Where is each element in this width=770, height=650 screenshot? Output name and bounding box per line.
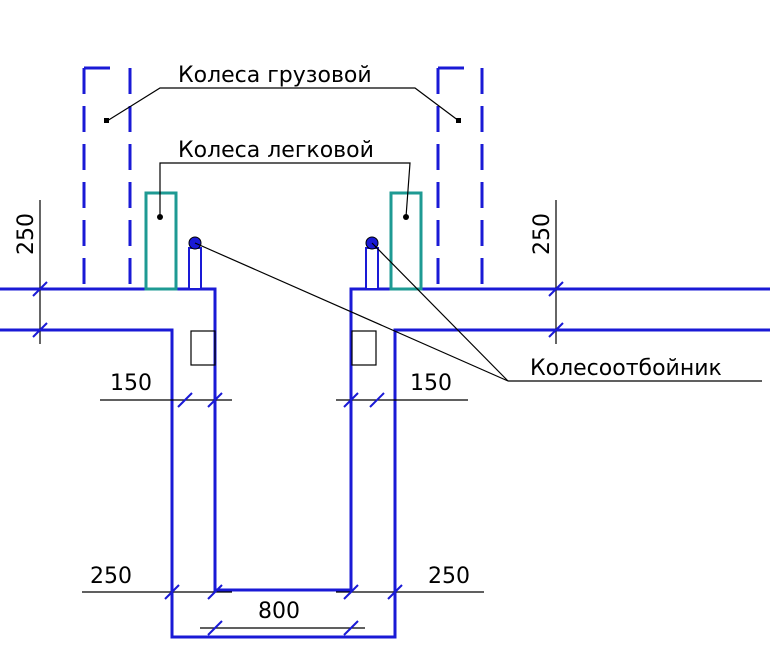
dim-right-bottom [336, 584, 484, 600]
right-recess [351, 330, 377, 366]
truck-wheel-right [436, 66, 484, 285]
dim-right-top [548, 200, 564, 344]
dim-right-top-value: 250 [530, 213, 555, 255]
left-recess [190, 330, 216, 366]
dim-left-top-value: 250 [14, 213, 39, 255]
car-wheel-left [144, 191, 178, 291]
wheel-stop-right [365, 236, 379, 290]
car-wheel-right [389, 191, 423, 291]
truck-wheels-label: Колеса грузовой [178, 63, 372, 88]
wheel-stop-leader [194, 242, 762, 382]
dim-right-inner [336, 392, 468, 408]
dim-bottom-width [200, 620, 365, 636]
wheel-stop-label: Колесоотбойник [530, 356, 722, 381]
dim-right-bottom-value: 250 [428, 564, 470, 589]
dim-left-inner [100, 392, 232, 408]
truck-wheels-leader [104, 87, 461, 123]
truck-wheel-left [82, 66, 132, 285]
dim-right-inner-value: 150 [410, 371, 452, 396]
dim-left-inner-value: 150 [110, 371, 152, 396]
dim-left-top [32, 200, 48, 344]
car-wheels-label: Колеса легковой [178, 138, 374, 163]
car-wheels-leader [159, 162, 411, 218]
dim-bottom-width-value: 800 [258, 599, 300, 624]
dim-left-bottom-value: 250 [90, 564, 132, 589]
dim-left-bottom [82, 584, 232, 600]
